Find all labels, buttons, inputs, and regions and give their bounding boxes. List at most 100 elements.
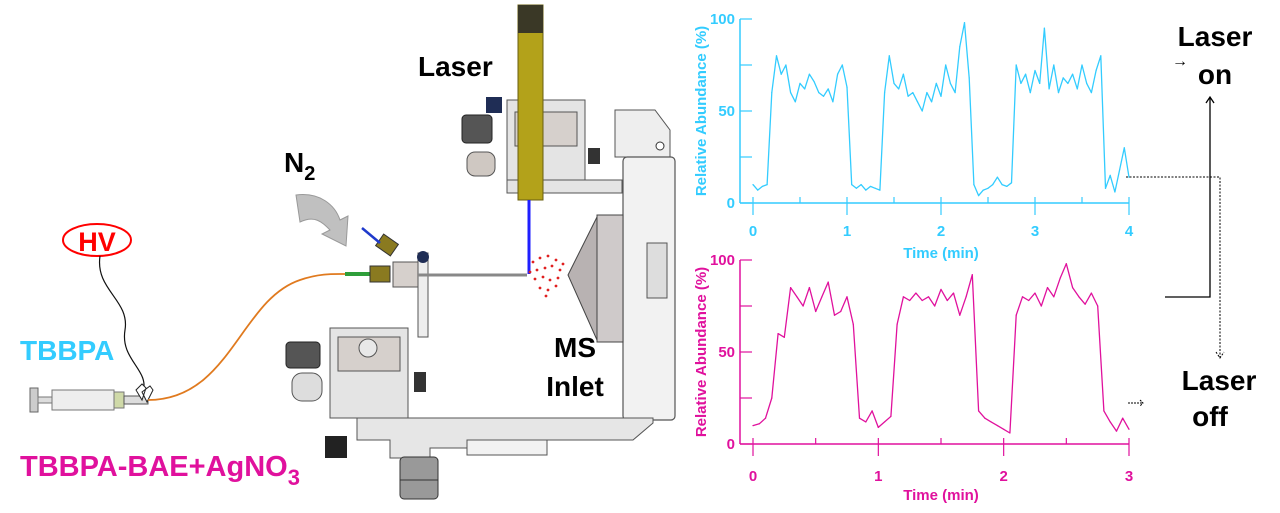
data-point [871, 410, 873, 412]
data-point [1015, 314, 1017, 316]
data-point [1072, 73, 1074, 75]
data-point [1034, 292, 1036, 294]
data-point [833, 314, 836, 316]
y-axis-title: Relative Abundance (%) [693, 267, 710, 437]
data-point [766, 184, 768, 186]
data-point [1086, 82, 1088, 84]
data-point [865, 421, 867, 423]
x-tick-label: 2 [999, 468, 1007, 485]
x-tick-label: 1 [843, 223, 851, 240]
data-point [858, 417, 861, 419]
laser-body [517, 4, 544, 201]
x-axis-title: Time (min) [903, 487, 979, 504]
laser-off-arrow [1128, 399, 1144, 407]
x-axis-title: Time (min) [903, 245, 979, 262]
data-point [790, 92, 792, 94]
laser-on-label-line2: on [1198, 59, 1232, 90]
data-point [855, 187, 858, 189]
x-tick-label: 3 [1125, 468, 1133, 485]
data-point [764, 417, 767, 419]
ms-label-line2: Inlet [546, 371, 604, 402]
hv-ellipse [62, 223, 132, 257]
data-point [1078, 296, 1080, 298]
spray-plume [528, 254, 565, 298]
data-point [987, 187, 989, 189]
data-point [982, 189, 984, 191]
data-point [1115, 430, 1118, 432]
data-point [815, 310, 817, 313]
data-point [1103, 410, 1105, 412]
data-point [827, 281, 829, 283]
y-tick-label: 0 [727, 195, 735, 212]
data-point [818, 92, 820, 94]
data-point [1097, 305, 1099, 307]
data-point [935, 82, 937, 84]
y-tick-label: 50 [718, 344, 735, 361]
data-point [1100, 55, 1102, 57]
spray-droplet [533, 277, 537, 281]
data-point [1090, 92, 1092, 94]
n2-gas-line [361, 227, 381, 244]
data-point [884, 421, 886, 423]
data-point [780, 73, 782, 75]
data-point [915, 292, 917, 294]
data-point [973, 184, 975, 186]
data-point [1015, 64, 1017, 66]
spray-droplet [554, 258, 558, 262]
spray-droplet [531, 260, 535, 264]
data-point [1003, 428, 1005, 430]
spray-droplet [556, 276, 560, 280]
instrument [285, 4, 676, 500]
data-point [808, 73, 811, 75]
data-point [1043, 27, 1045, 29]
data-point [1095, 69, 1097, 72]
data-point [874, 187, 876, 189]
ms-label-line1: MS [554, 332, 596, 363]
data-point [1081, 64, 1083, 66]
micrometer-knob[interactable] [399, 456, 439, 500]
data-point [978, 195, 980, 197]
data-point [837, 73, 839, 75]
data-point [1104, 187, 1107, 189]
data-point [822, 95, 825, 97]
spray-droplet [546, 254, 550, 258]
data-point [1006, 185, 1008, 188]
data-point [940, 288, 942, 291]
spray-droplet [538, 256, 542, 260]
data-point [783, 336, 785, 338]
data-point [1090, 292, 1092, 294]
hv-label: HV [78, 227, 116, 257]
data-point [1034, 69, 1036, 72]
data-point [921, 299, 923, 302]
hv-wire [98, 255, 145, 393]
data-point [890, 415, 892, 417]
data-point [1084, 303, 1086, 305]
data-point [1053, 64, 1055, 66]
data-point [1128, 428, 1130, 430]
data-point [971, 274, 973, 276]
data-point [1021, 296, 1024, 298]
laser-on-label-line1: Laser [1178, 21, 1253, 52]
sample-tube [147, 273, 347, 401]
data-point [1067, 82, 1069, 84]
data-point [896, 323, 898, 325]
y-tick-label: 100 [710, 11, 735, 28]
data-point [1009, 432, 1011, 434]
data-point [1128, 176, 1130, 178]
data-point [926, 92, 928, 94]
x-tick-label: 2 [937, 223, 945, 240]
data-point [934, 305, 936, 307]
data-point [794, 101, 796, 103]
y-tick-label: 0 [727, 436, 735, 453]
data-point [846, 86, 848, 88]
data-point [841, 64, 843, 66]
n2-main: N [284, 147, 304, 178]
series-line [752, 22, 1130, 197]
data-point [851, 184, 853, 186]
laser-head [518, 5, 543, 33]
data-point [802, 305, 804, 307]
data-point [959, 314, 961, 316]
data-point [821, 296, 823, 298]
data-point [832, 101, 834, 103]
